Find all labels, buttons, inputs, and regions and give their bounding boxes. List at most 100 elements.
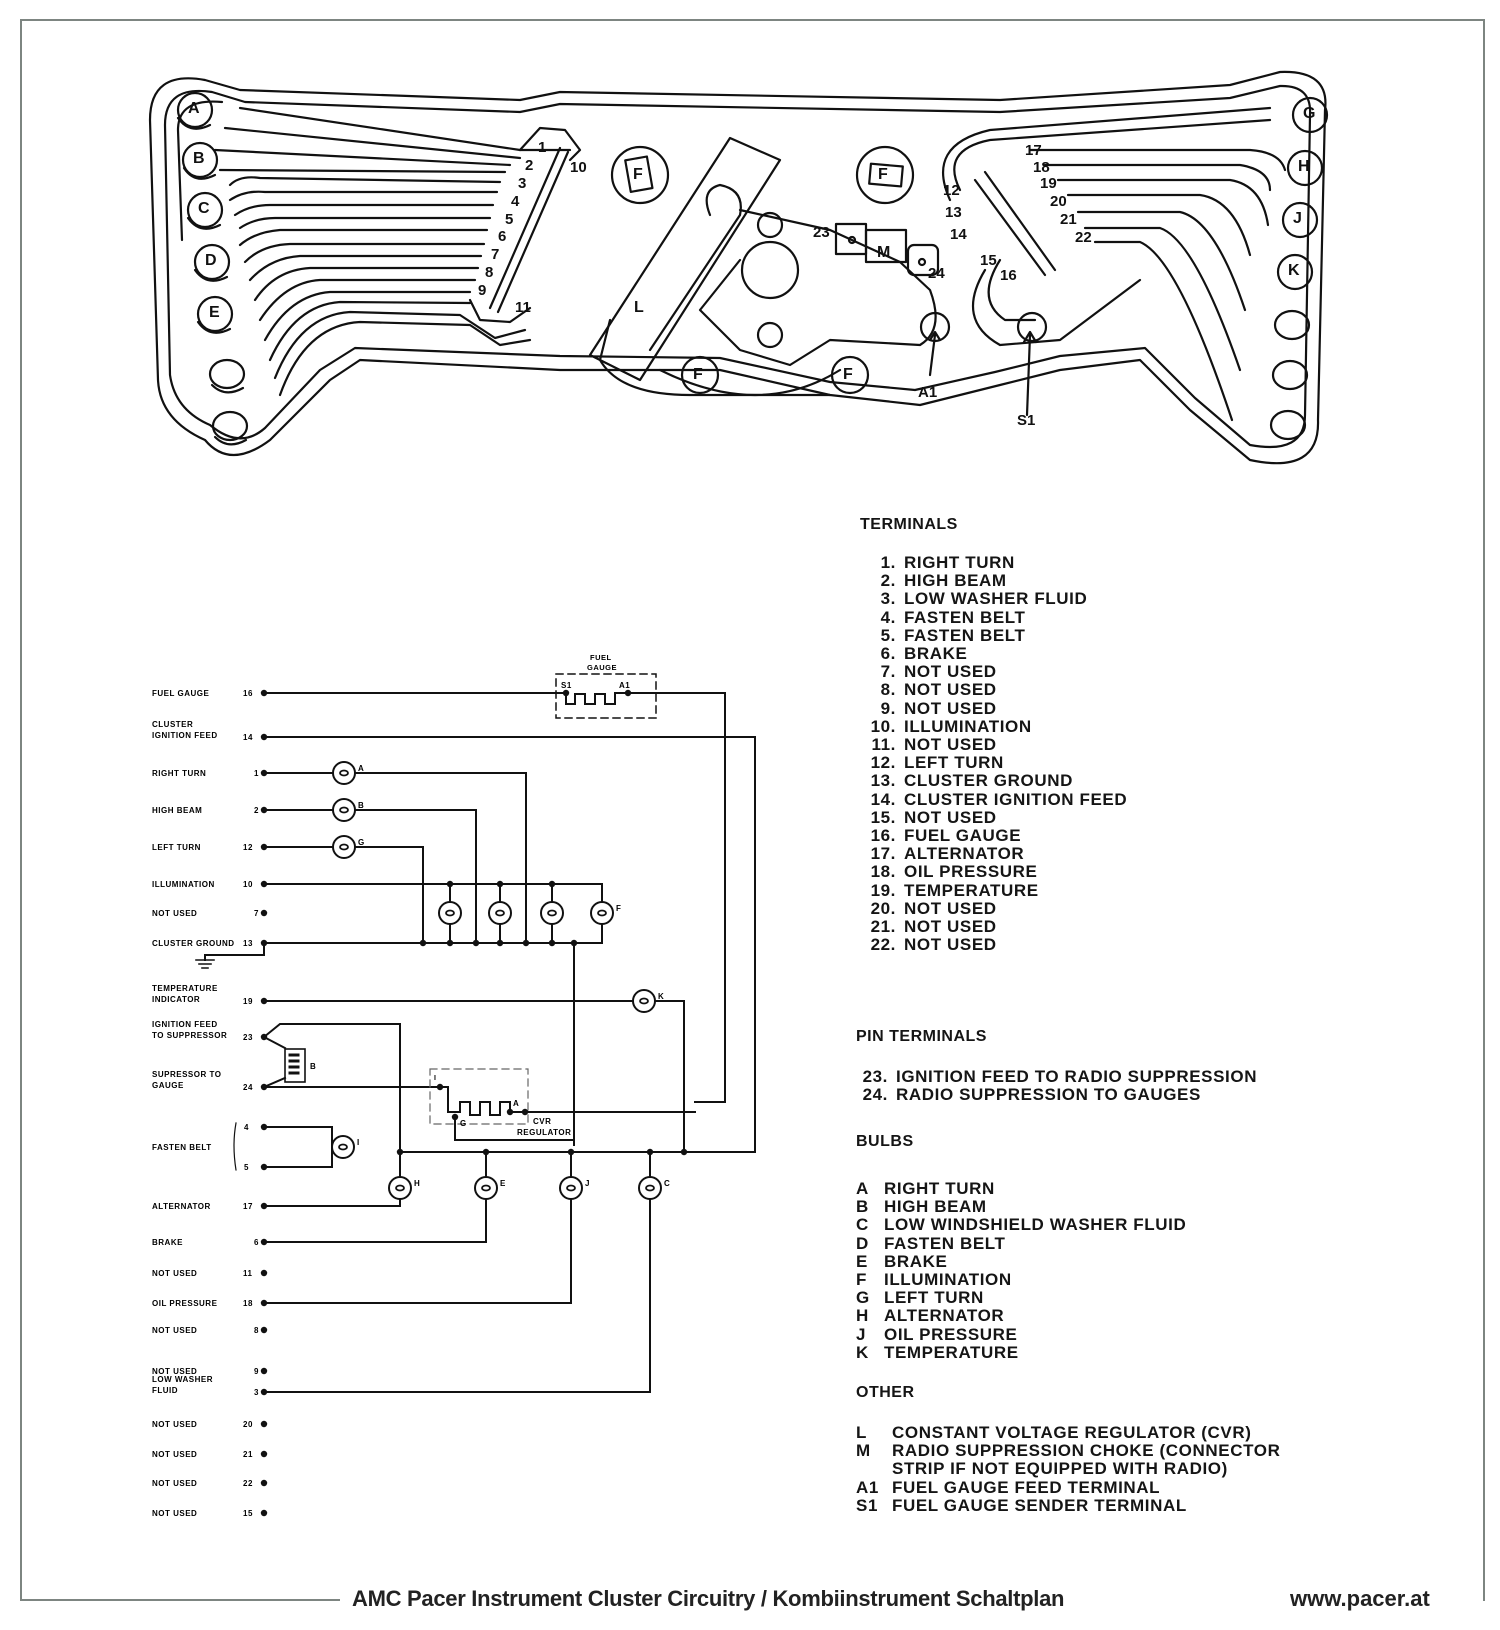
- legend-key: B: [856, 1197, 869, 1217]
- terminal-row-label: NOT USED: [152, 1269, 197, 1278]
- board-a1-label: A1: [918, 384, 938, 401]
- s1-arrow: [1022, 330, 1038, 417]
- terminal-dot: [260, 1163, 268, 1171]
- bulb-symbol: A: [332, 761, 364, 785]
- legend-text: LEFT TURN: [904, 753, 1004, 773]
- terminal-entry: 15.NOT USED: [860, 807, 1360, 827]
- terminal-comb-right: [973, 170, 1057, 277]
- bulb-symbol: H: [388, 1176, 420, 1200]
- fuel-gauge-title: GAUGE: [587, 663, 617, 672]
- board-bulb-label: J: [1293, 210, 1302, 227]
- legend-key: 6.: [880, 644, 896, 664]
- terminal-dot: [260, 1420, 268, 1428]
- terminal-entry: 5.FASTEN BELT: [860, 626, 1360, 645]
- bulb-symbol: [540, 901, 564, 925]
- junction-dot: [496, 880, 504, 888]
- legend-key: 23.: [862, 1067, 888, 1086]
- legend-key: 1.: [880, 553, 896, 572]
- legend-text: CONSTANT VOLTAGE REGULATOR (CVR): [892, 1423, 1252, 1442]
- board-terminal-label: 5: [505, 211, 514, 228]
- terminal-dot: [260, 806, 268, 814]
- legend-text: BRAKE: [904, 644, 968, 664]
- terminal-row-label: NOT USED: [152, 1479, 197, 1488]
- suppressor-choke: [284, 1048, 306, 1083]
- board-terminal-label: 9: [478, 282, 487, 299]
- filament-icon: [639, 997, 649, 1005]
- terminal-row-label: GAUGE: [152, 1081, 184, 1090]
- terminal-entry: 9.NOT USED: [860, 699, 1360, 718]
- board-illumination-label: F: [693, 366, 703, 383]
- terminal-row-label: CLUSTER GROUND: [152, 939, 235, 948]
- legend-text: OIL PRESSURE: [884, 1324, 1018, 1344]
- terminal-number: 11: [243, 1269, 253, 1278]
- junction-dot: [419, 939, 427, 947]
- legend-text: FASTEN BELT: [884, 1233, 1006, 1253]
- bulb-symbol: J: [559, 1176, 589, 1200]
- bulb-label: B: [358, 801, 364, 810]
- terminal-number: 24: [243, 1083, 253, 1092]
- legend-key: 3.: [880, 589, 896, 609]
- legend-text: FASTEN BELT: [904, 607, 1026, 627]
- board-terminal-label: 8: [485, 264, 494, 281]
- legend-text: LOW WINDSHIELD WASHER FLUID: [884, 1215, 1187, 1235]
- legend-text: OIL PRESSURE: [904, 862, 1038, 882]
- junction-dot: [548, 880, 556, 888]
- legend-key: M: [856, 1441, 871, 1461]
- terminal-number: 13: [243, 939, 253, 948]
- terminal-number: 17: [243, 1202, 253, 1211]
- board-terminal-label: 21: [1060, 211, 1077, 228]
- terminal-row-label: NOT USED: [152, 909, 197, 918]
- legend-key: L: [856, 1423, 867, 1442]
- right-traces: [1028, 148, 1287, 422]
- terminal-entry: 12.LEFT TURN: [860, 754, 1360, 772]
- junction-dot: [680, 1148, 688, 1156]
- legend-key: 15.: [870, 807, 896, 827]
- terminal-entry: 22.NOT USED: [860, 936, 1360, 954]
- terminal-entry: 19.TEMPERATURE: [860, 881, 1360, 900]
- terminal-row-label: SUPRESSOR TO: [152, 1070, 221, 1079]
- terminal-dot: [260, 1326, 268, 1334]
- junction-dot: [567, 1148, 575, 1156]
- terminal-dot: [260, 843, 268, 851]
- legend-key: 8.: [880, 680, 896, 700]
- legend-key: 10.: [870, 716, 896, 736]
- terminal-row-label: IGNITION FEED: [152, 731, 218, 740]
- board-terminal-label: 2: [525, 157, 534, 174]
- board-s1-label: S1: [1017, 412, 1036, 429]
- footer-url-link[interactable]: www.pacer.at: [1290, 1586, 1430, 1611]
- bulb-symbol: B: [332, 798, 364, 822]
- legend-text: ALTERNATOR: [904, 844, 1025, 864]
- terminal-entry: 3.LOW WASHER FLUID: [860, 590, 1360, 608]
- board-bulb-label: D: [205, 252, 217, 269]
- junction-dot: [646, 1148, 654, 1156]
- filament-icon: [339, 843, 349, 851]
- legend-text: NOT USED: [904, 680, 997, 700]
- fuel-gauge-title: FUEL: [590, 653, 612, 662]
- board-terminal-label: 11: [515, 299, 531, 316]
- legend-text: ILLUMINATION: [884, 1270, 1012, 1290]
- terminal-number: 7: [254, 909, 259, 918]
- board-illumination-label: F: [843, 366, 853, 383]
- legend-key: 17.: [870, 844, 896, 864]
- junction-dot: [451, 1113, 459, 1121]
- cvr-label: REGULATOR: [517, 1128, 571, 1137]
- legend-text: HIGH BEAM: [904, 571, 1007, 591]
- legend-key: 13.: [870, 771, 896, 791]
- filament-icon: [339, 769, 349, 777]
- choke-label: B: [310, 1062, 316, 1071]
- terminal-number: 18: [243, 1299, 253, 1308]
- legend-text: NOT USED: [904, 917, 997, 937]
- filament-icon: [339, 806, 349, 814]
- terminal-row-label: LEFT TURN: [152, 843, 201, 852]
- legend-text: IGNITION FEED TO RADIO SUPPRESSION: [896, 1067, 1258, 1086]
- terminal-number: 10: [243, 880, 253, 889]
- cvr-pin: A: [513, 1099, 519, 1108]
- legend-text: FUEL GAUGE SENDER TERMINAL: [892, 1495, 1187, 1515]
- left-traces: [213, 106, 572, 397]
- terminal-entry: 14.CLUSTER IGNITION FEED: [860, 790, 1360, 809]
